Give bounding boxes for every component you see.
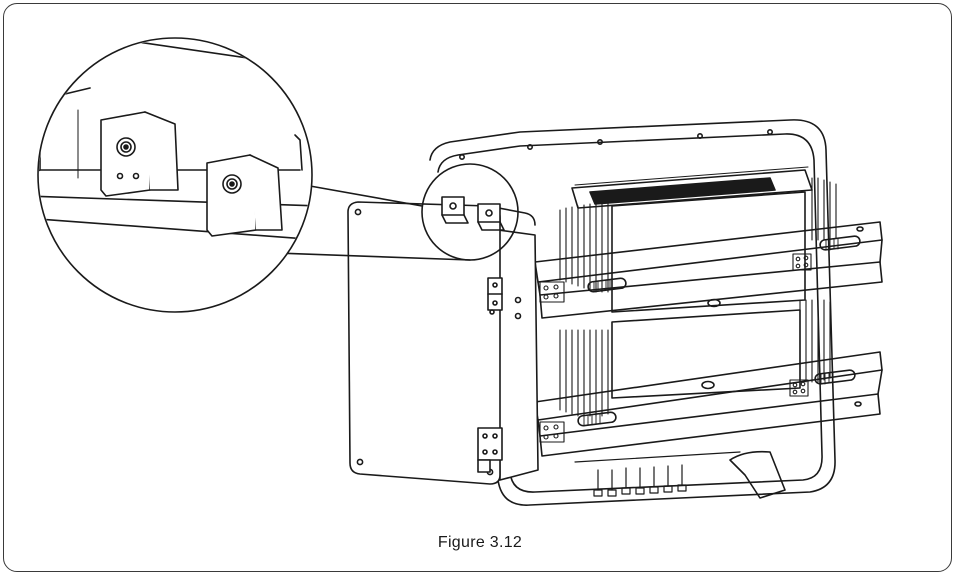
heatsink xyxy=(559,166,837,417)
wiring-box xyxy=(347,201,539,485)
upper-mounting-rail xyxy=(534,221,883,319)
figure-frame xyxy=(3,3,952,572)
support-foot xyxy=(729,450,786,499)
bottom-connectors xyxy=(574,451,741,497)
top-brackets xyxy=(441,196,505,231)
figure-caption: Figure 3.12 xyxy=(437,534,523,551)
